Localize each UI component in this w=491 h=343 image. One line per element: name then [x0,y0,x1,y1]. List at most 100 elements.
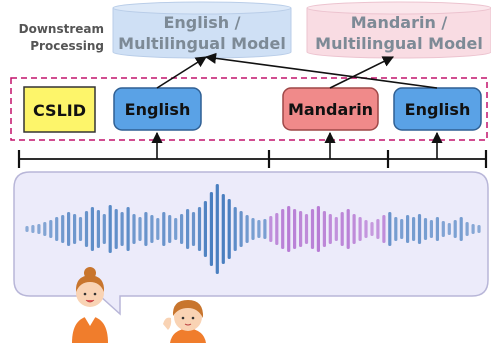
waveform-bar [90,207,94,251]
waveform-bar [55,217,59,241]
waveform-bar [191,212,196,246]
waveform-bar [447,223,451,235]
waveform-bar [257,220,261,238]
waveform-bar [114,209,118,249]
english-multilingual-model: English / Multilingual Model [112,1,292,59]
waveform-bar [287,206,291,252]
mandarin-model-line1: Mandarin / [351,13,448,32]
waveform-bar [73,214,77,244]
segment-mandarin: Mandarin [282,87,379,131]
english-model-line1: English / [163,13,240,32]
waveform-bar [174,218,178,240]
segment-english-1: English [113,87,202,131]
waveform-bar [197,207,202,251]
waveform-bar [221,194,225,264]
waveform-bar [43,222,47,236]
waveform-bar [239,211,243,247]
waveform-bar [299,211,303,247]
waveform-bar [281,209,285,249]
waveform-bar [358,217,362,241]
waveform-bar [293,209,297,249]
waveform-bar [108,205,112,253]
waveform-bar [156,218,160,240]
waveform-bar [453,220,457,238]
waveform-bar [376,219,380,239]
waveform-bar [388,212,392,246]
waveform-bar [364,220,368,238]
waveform-bar [78,217,83,241]
waveform-bar [310,209,315,249]
waveform-bar [67,212,71,246]
waveform-bar [126,207,130,251]
waveform-bar [84,211,89,247]
waveform-bar [400,219,404,239]
waveform-bar [471,224,475,234]
waveform-bar [25,226,29,232]
waveform-bar [334,217,338,241]
segment-english-1-label: English [125,100,191,119]
waveform-bar [441,221,445,237]
waveform-bar [150,215,154,243]
waveform-bar [412,217,416,241]
waveform-bar [49,220,53,238]
waveform-bar [346,209,350,249]
arrow-english2-to-model [204,52,438,89]
waveform-bar [138,217,142,241]
downstream-label-line1: Downstream [19,22,104,36]
waveform-bar [120,212,124,246]
waveform-bar [215,184,219,274]
segment-mandarin-label: Mandarin [288,100,373,119]
downstream-label-line2: Processing [30,39,104,53]
waveform-bar [233,207,237,251]
cslid-box: CSLID [23,86,96,133]
waveform-bar [406,215,410,243]
waveform-bar [144,212,148,246]
arrow-mandarin-to-model [329,56,395,89]
waveform-bar [251,218,255,240]
waveform-bar [370,222,374,236]
timeline [17,150,488,168]
mandarin-multilingual-model: Mandarin / Multilingual Model [306,1,491,59]
waveform-bar [168,215,172,243]
english-model-line2: Multilingual Model [118,34,286,53]
speech-bubble [13,171,489,316]
waveform-bar [435,217,439,241]
cslid-label: CSLID [33,101,86,120]
waveform-bar [429,220,433,238]
cslid-output-box [10,77,488,141]
audio-waveform [25,184,481,274]
waveform-bar [263,219,267,239]
waveform-bar [417,214,422,244]
speaker-woman-icon [72,267,108,343]
waveform-bar [304,214,309,244]
waveform-bar [203,201,207,257]
waveform-bar [394,217,398,241]
waveform-bar [245,215,249,243]
waveform-bar [328,214,332,244]
segment-english-2-label: English [405,100,471,119]
waveform-bar [322,211,326,247]
waveform-bar [227,199,231,259]
waveform-bar [132,214,136,244]
arrow-english1-to-model [156,56,207,89]
waveform-bar [186,209,190,249]
waveform-bar [96,210,100,248]
waveform-bar [340,212,344,246]
waveform-bar [382,215,386,243]
waveform-bar [465,222,469,236]
waveform-bar [316,206,320,252]
waveform-bar [459,217,463,241]
waveform-bar [423,218,428,240]
waveform-bar [209,192,213,266]
waveform-bar [477,225,481,233]
waveform-bar [180,214,184,244]
waveform-bar [61,215,65,243]
waveform-bar [275,213,279,245]
waveform-bar [37,224,41,234]
waveform-bar [269,216,273,242]
waveform-bar [162,212,166,246]
listener-girl-icon [163,300,206,343]
waveform-bar [102,214,106,244]
downstream-processing-label: Downstream Processing [19,22,104,53]
waveform-bar [31,225,35,233]
